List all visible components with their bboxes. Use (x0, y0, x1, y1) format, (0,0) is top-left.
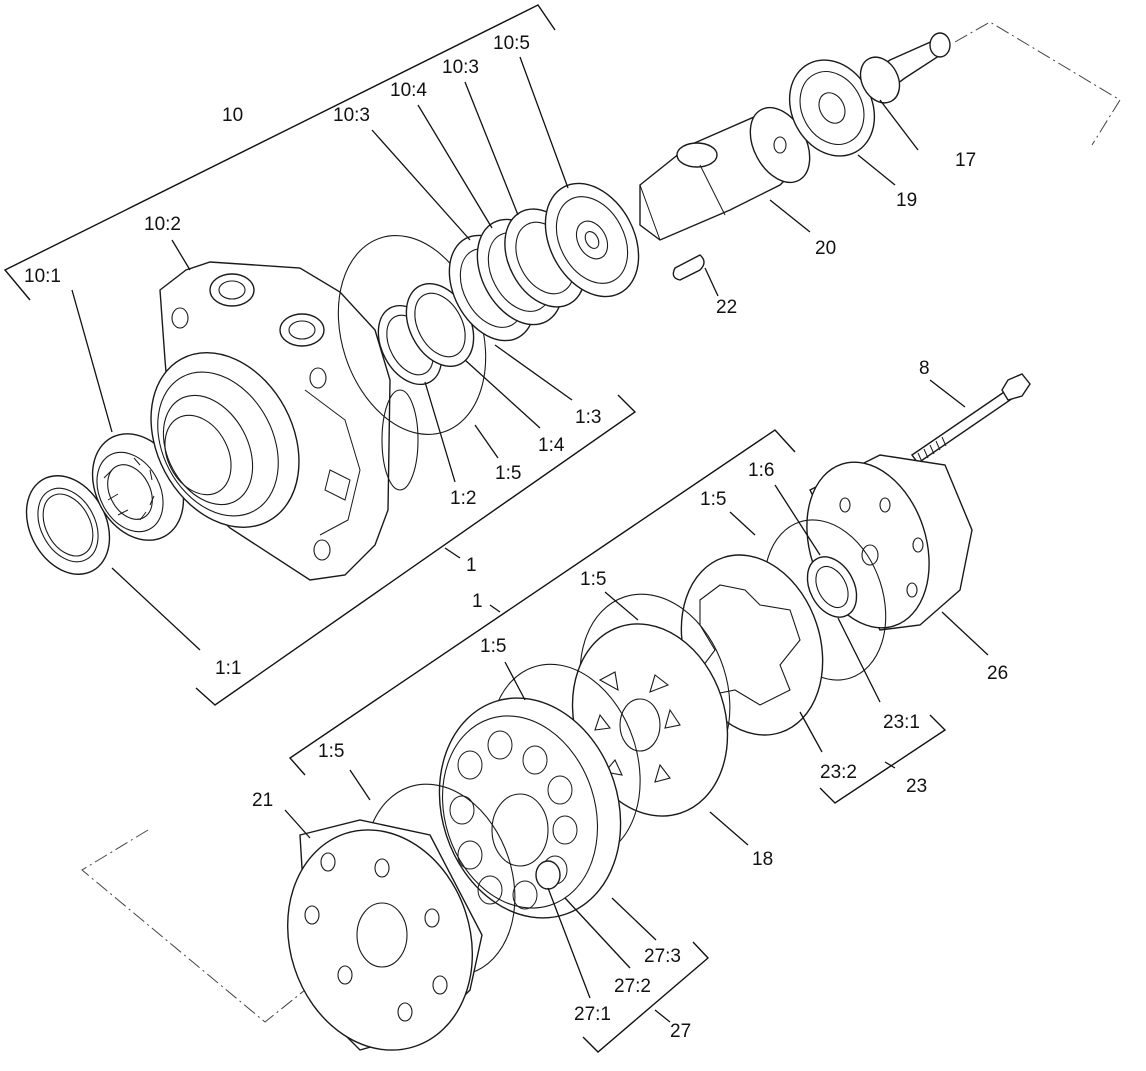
label-1-4: 1:4 (538, 435, 565, 456)
label-8: 8 (919, 358, 930, 379)
label-23: 23 (906, 776, 927, 797)
label-1-5-b: 1:5 (700, 489, 726, 510)
label-10-3-a: 10:3 (333, 105, 370, 126)
leader-lines (71, 56, 989, 1023)
label-10: 10 (222, 105, 243, 126)
label-1-a: 1 (466, 555, 477, 576)
label-10-2: 10:2 (144, 214, 181, 235)
label-10-1: 10:1 (24, 266, 61, 287)
seal-ring-1-4 (405, 282, 475, 368)
label-1-5-d: 1:5 (480, 636, 506, 657)
centerline-upper (954, 21, 1121, 146)
ring-1-6 (806, 556, 858, 618)
key-22 (672, 254, 705, 281)
label-21: 21 (252, 790, 273, 811)
label-1-2: 1:2 (450, 488, 476, 509)
label-26: 26 (987, 663, 1008, 684)
label-1-6: 1:6 (748, 460, 774, 481)
label-1-1: 1:1 (215, 658, 241, 679)
label-1-b: 1 (472, 591, 483, 612)
gerotor-set-27 (438, 697, 622, 919)
shaft-seal-1-1 (25, 475, 111, 575)
label-10-3-b: 10:3 (442, 57, 479, 78)
label-1-5-c: 1:5 (580, 569, 606, 590)
label-22: 22 (716, 297, 737, 318)
label-1-3: 1:3 (575, 407, 601, 428)
label-23-1: 23:1 (883, 712, 920, 733)
label-19: 19 (896, 190, 917, 211)
gear-19 (788, 59, 876, 157)
housing-10-2 (150, 261, 419, 581)
label-10-5: 10:5 (493, 33, 530, 54)
bolt-8 (911, 373, 1031, 464)
bracket-23 (819, 714, 947, 804)
label-27-2: 27:2 (614, 976, 651, 997)
label-18: 18 (752, 849, 773, 870)
label-27-1: 27:1 (574, 1004, 611, 1025)
label-1-5-a: 1:5 (495, 463, 521, 484)
bracket-1-lower (288, 429, 796, 776)
end-cover-21 (286, 819, 483, 1051)
output-shaft-20 (639, 106, 811, 241)
label-1-5-e: 1:5 (318, 741, 344, 762)
label-27-3: 27:3 (644, 946, 681, 967)
bracket-1-upper (195, 394, 637, 706)
label-17: 17 (955, 150, 976, 171)
label-23-2: 23:2 (820, 762, 857, 783)
drive-shaft-17 (859, 32, 951, 104)
thrust-bearing-10-5 (544, 182, 640, 298)
label-27: 27 (670, 1021, 691, 1042)
label-10-4: 10:4 (390, 80, 427, 101)
bracket-27 (582, 941, 710, 1053)
label-20: 20 (815, 238, 836, 259)
bracket-10 (3, 4, 556, 301)
ring-stack-10-3-10-4 (448, 208, 586, 342)
